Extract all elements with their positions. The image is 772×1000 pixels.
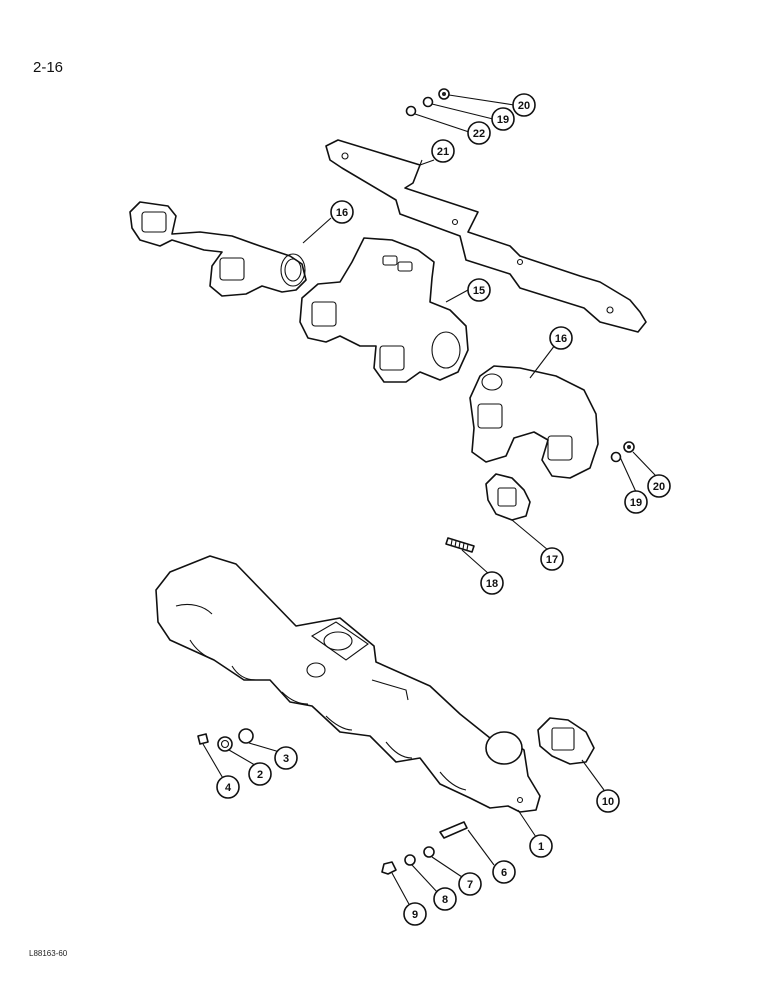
svg-text:8: 8	[442, 894, 448, 906]
callout-21: 21	[431, 139, 455, 163]
heat-shield-part	[325, 139, 647, 333]
leader-lines	[202, 94, 657, 907]
svg-text:16: 16	[555, 333, 567, 345]
callout-8: 8	[433, 887, 457, 911]
callout-1: 1	[529, 834, 553, 858]
top-hardware	[405, 88, 450, 117]
callout-16-right: 16	[549, 326, 573, 350]
svg-text:17: 17	[546, 554, 558, 566]
svg-text:15: 15	[473, 285, 485, 297]
reference-code: L88163-60	[29, 949, 68, 958]
svg-text:22: 22	[473, 128, 485, 140]
svg-text:3: 3	[283, 753, 289, 765]
svg-text:10: 10	[602, 796, 614, 808]
callout-22: 22	[467, 121, 491, 145]
svg-text:20: 20	[518, 100, 530, 112]
right-hardware	[610, 441, 635, 463]
svg-text:18: 18	[486, 578, 498, 590]
callout-6: 6	[492, 860, 516, 884]
svg-text:7: 7	[467, 879, 473, 891]
svg-text:21: 21	[437, 146, 449, 158]
svg-text:9: 9	[412, 909, 418, 921]
callout-20-top: 20	[512, 93, 536, 117]
callout-9: 9	[403, 902, 427, 926]
right-exhaust-elbow	[469, 365, 599, 479]
svg-text:16: 16	[336, 207, 348, 219]
center-exhaust-manifold	[299, 237, 469, 383]
callout-20-right: 20	[647, 474, 671, 498]
page-number: 2-16	[33, 59, 64, 76]
outlet-gasket	[537, 717, 595, 765]
left-manifold-hardware	[197, 728, 254, 752]
main-exhaust-manifold	[155, 555, 541, 813]
svg-text:2: 2	[257, 769, 263, 781]
callout-18: 18	[480, 571, 504, 595]
stud-part	[445, 537, 475, 553]
callout-7: 7	[458, 872, 482, 896]
svg-text:19: 19	[630, 497, 642, 509]
left-exhaust-elbow	[129, 201, 307, 297]
svg-text:19: 19	[497, 114, 509, 126]
svg-text:4: 4	[225, 782, 232, 794]
callout-3: 3	[274, 746, 298, 770]
callout-17: 17	[540, 547, 564, 571]
callout-2: 2	[248, 762, 272, 786]
gasket-part	[485, 473, 531, 521]
svg-text:20: 20	[653, 481, 665, 493]
bottom-hardware	[381, 821, 468, 875]
svg-text:6: 6	[501, 867, 507, 879]
callout-19-right: 19	[624, 490, 648, 514]
svg-text:1: 1	[538, 841, 544, 853]
callout-15: 15	[467, 278, 491, 302]
callout-10: 10	[596, 789, 620, 813]
callout-19-top: 19	[491, 107, 515, 131]
callout-4: 4	[216, 775, 240, 799]
callout-16-left: 16	[330, 200, 354, 224]
